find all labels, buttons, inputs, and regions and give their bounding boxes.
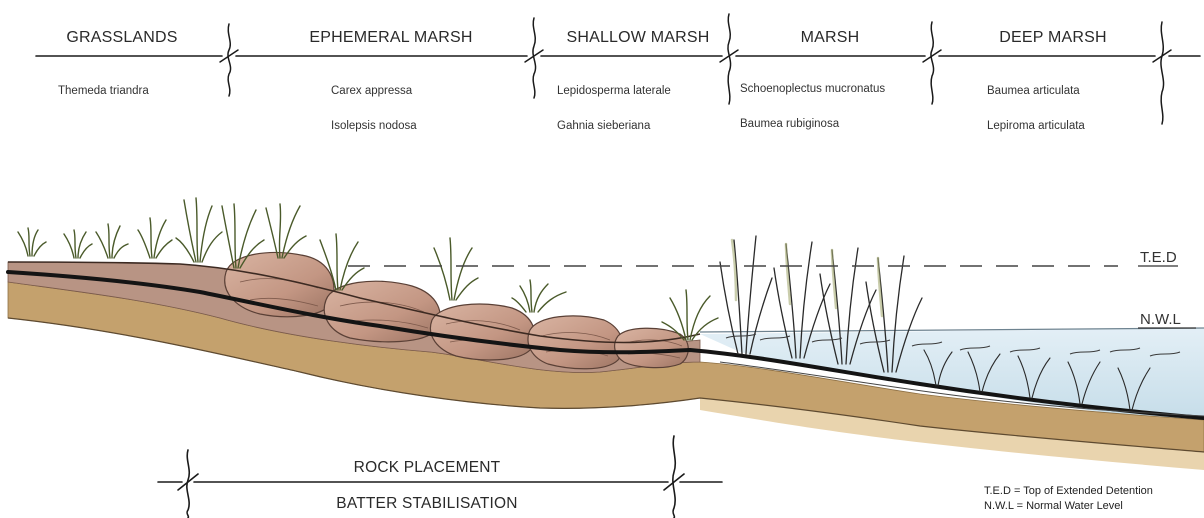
legend-nwl: N.W.L = Normal Water Level — [984, 500, 1123, 512]
ted-level-label: T.E.D — [1140, 249, 1177, 266]
species-label: Carex appressa — [331, 85, 413, 97]
legend-ted: T.E.D = Top of Extended Detention — [984, 485, 1153, 497]
species-label: Isolepsis nodosa — [331, 120, 417, 132]
grass-tuft — [266, 204, 306, 258]
species-label: Gahnia sieberiana — [557, 120, 651, 132]
zone-name-ephemeral-marsh: EPHEMERAL MARSH — [309, 29, 472, 46]
zone-break-mark — [728, 14, 731, 104]
rock — [615, 328, 689, 367]
zone-name-shallow-marsh: SHALLOW MARSH — [566, 29, 709, 46]
species-label: Lepidosperma laterale — [557, 85, 671, 97]
zone-break-mark — [228, 24, 231, 96]
grass-tuft — [512, 280, 566, 312]
grass-tuft — [434, 238, 478, 300]
species-label: Baumea rubiginosa — [740, 118, 840, 130]
rock-placement-label: ROCK PLACEMENT — [354, 459, 501, 476]
zone-name-grasslands: GRASSLANDS — [66, 29, 177, 46]
grass-tuft — [138, 218, 172, 258]
zone-name-marsh: MARSH — [801, 29, 860, 46]
grass-tuft — [64, 230, 92, 258]
grass-tuft — [176, 198, 222, 262]
zone-break-mark — [533, 18, 536, 98]
species-label: Schoenoplectus mucronatus — [740, 83, 885, 95]
batter-stabilisation-label: BATTER STABILISATION — [336, 495, 517, 512]
zone-name-deep-marsh: DEEP MARSH — [999, 29, 1107, 46]
nwl-level-label: N.W.L — [1140, 311, 1181, 328]
grass-tuft — [96, 224, 128, 258]
species-label: Themeda triandra — [58, 85, 149, 97]
grass-tuft — [18, 228, 46, 256]
zone-break-mark — [1161, 22, 1164, 124]
zone-break-mark — [931, 22, 934, 104]
species-label: Lepiroma articulata — [987, 120, 1085, 132]
species-label: Baumea articulata — [987, 85, 1080, 97]
